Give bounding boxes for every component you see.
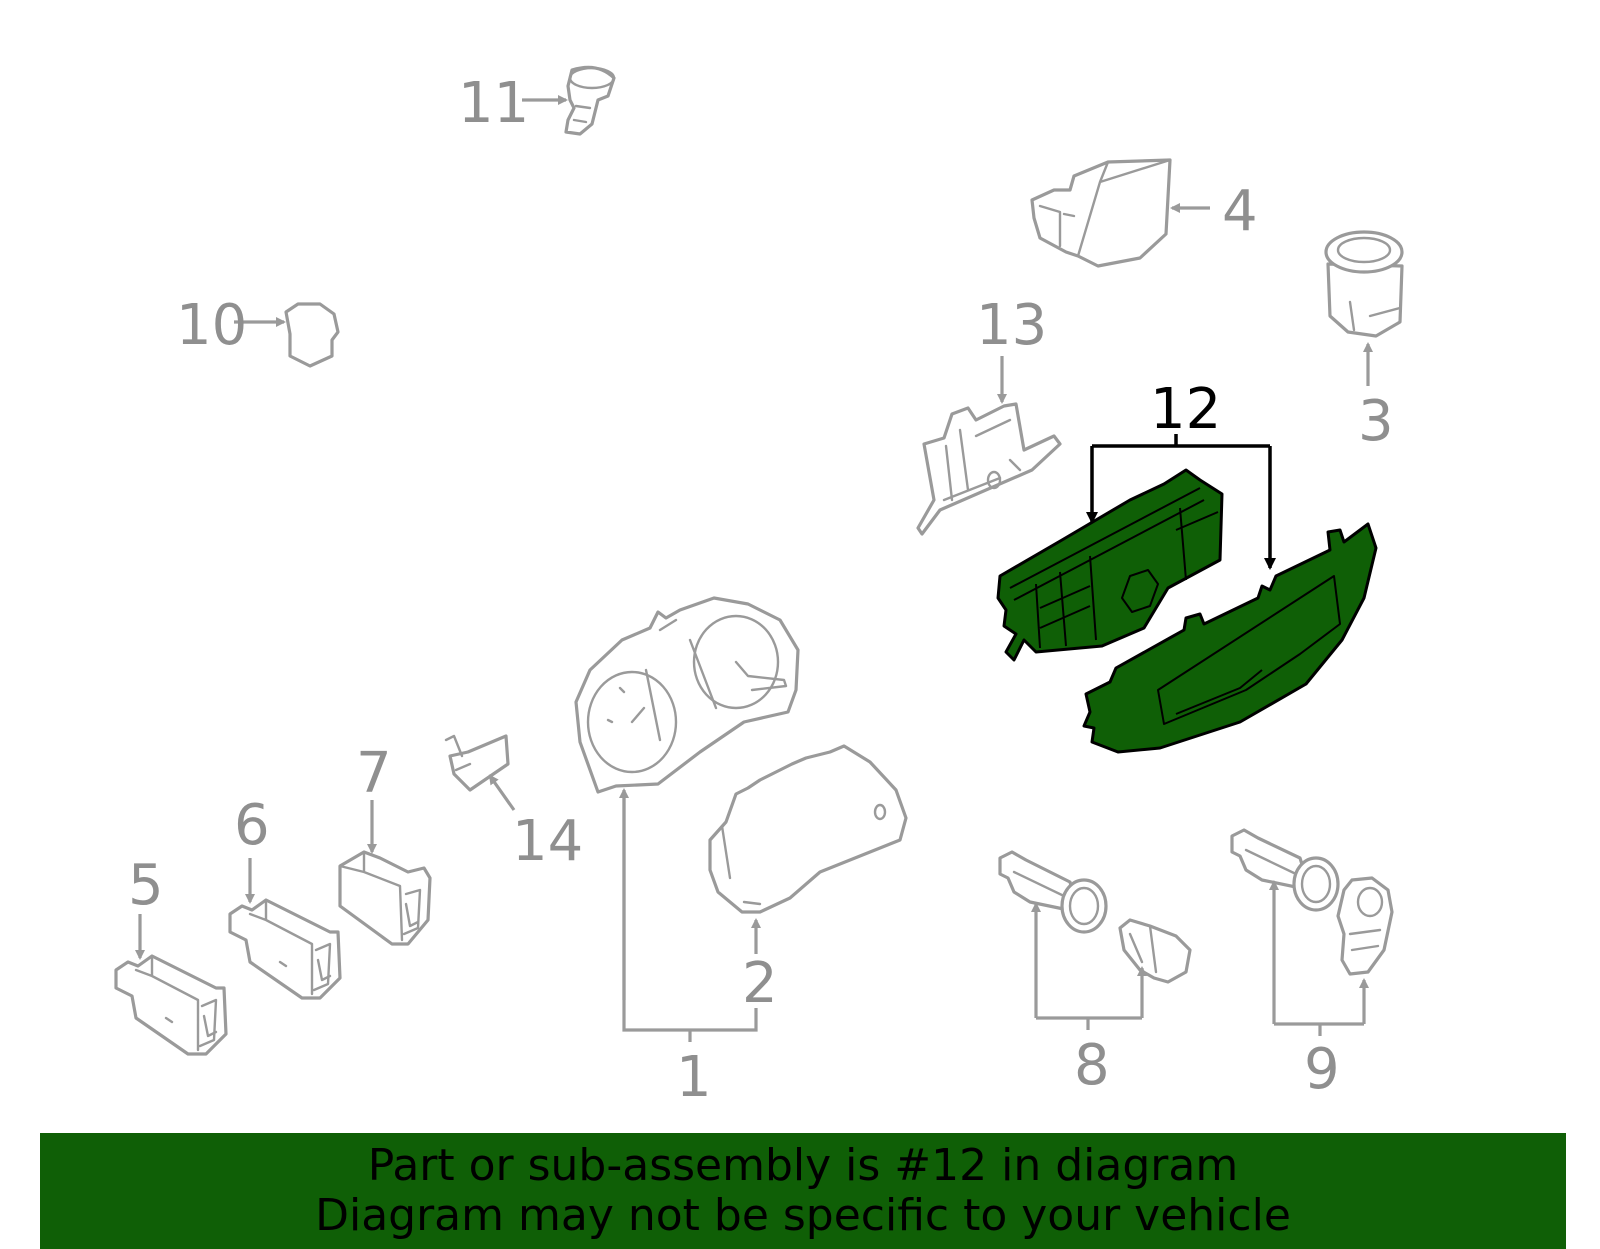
callout-13: 13 (976, 293, 1047, 358)
part-3-socket (1324, 230, 1404, 338)
banner-line-disclaimer: Diagram may not be specific to your vehi… (315, 1190, 1291, 1241)
callout-10: 10 (176, 293, 247, 358)
callout-9: 9 (1304, 1037, 1340, 1102)
callout-7: 7 (356, 741, 392, 806)
part-11-clip (564, 65, 616, 136)
part-10-plug (284, 302, 340, 368)
callout-8: 8 (1074, 1033, 1110, 1098)
part-12-bezel (1082, 522, 1378, 754)
part-13-bracket (916, 402, 1062, 536)
info-banner: Part or sub-assembly is #12 in diagram D… (40, 1133, 1566, 1249)
callout-14: 14 (512, 809, 583, 874)
callout-6: 6 (234, 793, 270, 858)
part-9-bracket (1336, 876, 1394, 976)
callout-12: 12 (1150, 377, 1221, 442)
part-2-lens (708, 744, 908, 914)
part-14-switch (444, 734, 510, 792)
part-1-instrument-cluster (574, 596, 800, 794)
part-7-switch (338, 850, 432, 946)
callout-4: 4 (1222, 179, 1258, 244)
callout-5: 5 (128, 853, 164, 918)
part-4-housing (1030, 158, 1172, 268)
callout-3: 3 (1358, 389, 1394, 454)
part-8-plug (1118, 918, 1192, 984)
part-6-switch (228, 898, 342, 1000)
banner-line-part: Part or sub-assembly is #12 in diagram (367, 1140, 1239, 1191)
leader-14 (488, 774, 516, 811)
part-5-switch (114, 954, 228, 1056)
part-12-module (996, 468, 1224, 662)
part-12-control-panel (996, 468, 1378, 754)
callout-2: 2 (742, 951, 778, 1016)
part-8-socket (998, 850, 1108, 934)
callout-11: 11 (458, 71, 529, 136)
callout-1: 1 (676, 1045, 712, 1110)
part-9-socket (1230, 828, 1340, 912)
